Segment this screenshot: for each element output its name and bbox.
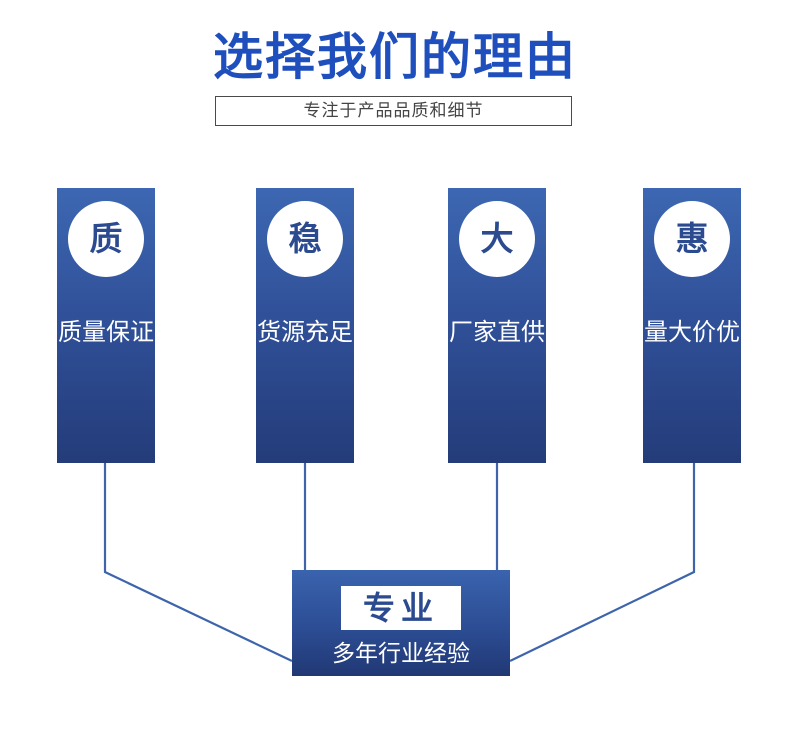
connector-line-4 xyxy=(509,463,696,662)
card-text: 量大价优 xyxy=(644,318,740,346)
professional-label: 专业 xyxy=(341,586,461,630)
badge-circle: 大 xyxy=(459,201,535,277)
page-title: 选择我们的理由 xyxy=(213,28,577,86)
card-quality: 质 质量保证 xyxy=(57,188,155,463)
card-discount: 惠 量大价优 xyxy=(643,188,741,463)
card-stable: 稳 货源充足 xyxy=(256,188,354,463)
connector-line-1 xyxy=(103,463,293,662)
card-text: 厂家直供 xyxy=(449,318,545,346)
card-text: 质量保证 xyxy=(58,318,154,346)
professional-desc: 多年行业经验 xyxy=(332,641,470,667)
badge-circle: 惠 xyxy=(654,201,730,277)
badge-circle: 质 xyxy=(68,201,144,277)
card-text: 货源充足 xyxy=(257,318,353,346)
badge-circle: 稳 xyxy=(267,201,343,277)
subtitle-box: 专注于产品品质和细节 xyxy=(215,96,572,126)
card-large: 大 厂家直供 xyxy=(448,188,546,463)
professional-card: 专业 多年行业经验 xyxy=(292,570,510,676)
